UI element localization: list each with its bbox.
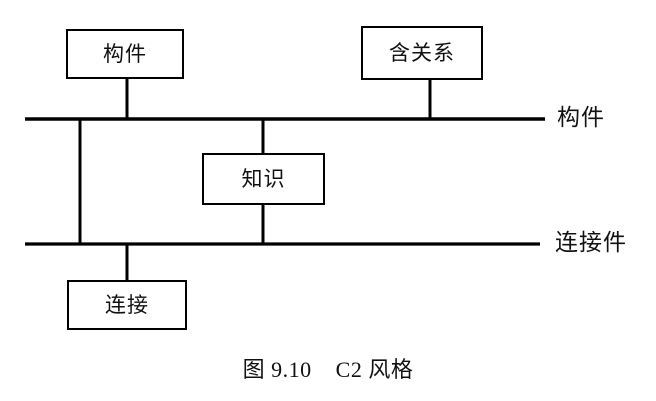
node-box-connection[interactable]: 连接 (67, 280, 187, 330)
node-box-component[interactable]: 构件 (66, 29, 184, 79)
figure-caption: 图 9.10 C2 风格 (242, 357, 414, 382)
node-box-contains-relation[interactable]: 含关系 (361, 26, 483, 80)
node-box-knowledge[interactable]: 知识 (202, 153, 325, 205)
node-label-knowledge: 知识 (241, 166, 286, 191)
node-label-component: 构件 (103, 41, 147, 66)
bus-label-connector: 连接件 (555, 230, 627, 255)
node-label-connection: 连接 (105, 292, 149, 317)
node-label-contains-relation: 含关系 (389, 40, 455, 65)
bus-label-component: 构件 (557, 105, 605, 130)
